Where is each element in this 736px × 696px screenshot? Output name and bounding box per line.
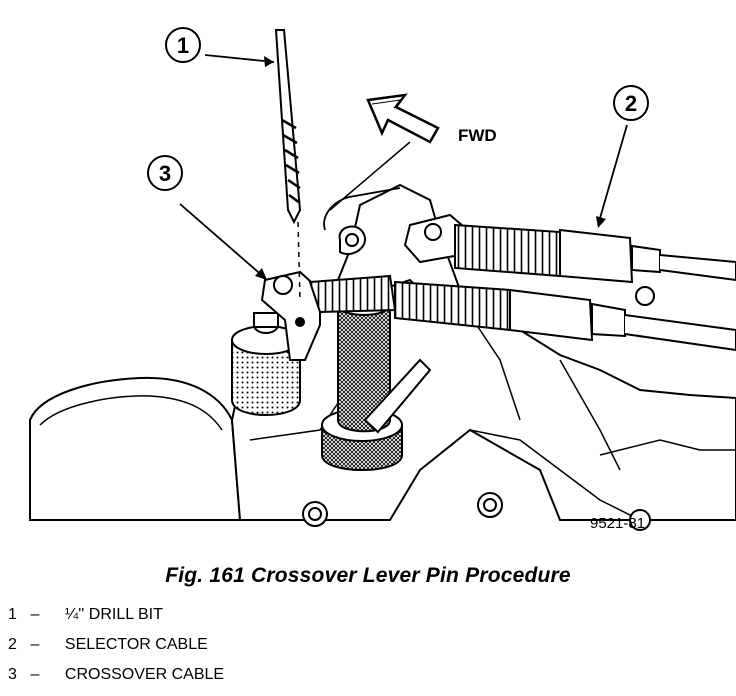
figure-id: 9521-81: [590, 515, 645, 532]
legend-text: CROSSOVER CABLE: [64, 666, 225, 683]
callout-3-number: 3: [159, 161, 171, 186]
drill-bit: [274, 29, 302, 301]
figure-caption: Fig. 161 Crossover Lever Pin Procedure: [165, 564, 571, 587]
fwd-label: FWD: [458, 126, 497, 145]
legend-number: 3: [8, 666, 17, 683]
callout-1-number: 1: [177, 33, 189, 58]
legend-item: 1 – ¼'' DRILL BIT: [8, 600, 224, 630]
shifter-shaft: [321, 294, 432, 471]
crossover-lever: [260, 270, 321, 361]
legend-text: ¼'' DRILL BIT: [64, 606, 163, 623]
legend-item: 2 – SELECTOR CABLE: [8, 630, 224, 660]
legend-dash: –: [30, 636, 40, 653]
callout-1: 1: [165, 27, 275, 67]
legend-dash: –: [30, 606, 40, 623]
legend-number: 1: [8, 606, 17, 623]
callout-2-number: 2: [625, 91, 637, 116]
callout-3: 3: [147, 155, 267, 280]
legend-text: SELECTOR CABLE: [64, 636, 208, 653]
legend-item: 3 – CROSSOVER CABLE: [8, 660, 224, 690]
housing-bolt-bosses: [302, 492, 651, 531]
legend: 1 – ¼'' DRILL BIT 2 – SELECTOR CABLE 3 –…: [8, 600, 224, 690]
callout-2: 2: [596, 85, 649, 228]
crossover-cable: [308, 274, 736, 352]
legend-dash: –: [30, 666, 40, 683]
forward-direction-arrow: FWD: [329, 93, 497, 211]
selector-lever: [338, 213, 472, 264]
legend-number: 2: [8, 636, 17, 653]
crossover-lever-diagram: FWD 1 2 3 9521-81: [29, 27, 736, 532]
housing-boss-left: [231, 312, 301, 416]
